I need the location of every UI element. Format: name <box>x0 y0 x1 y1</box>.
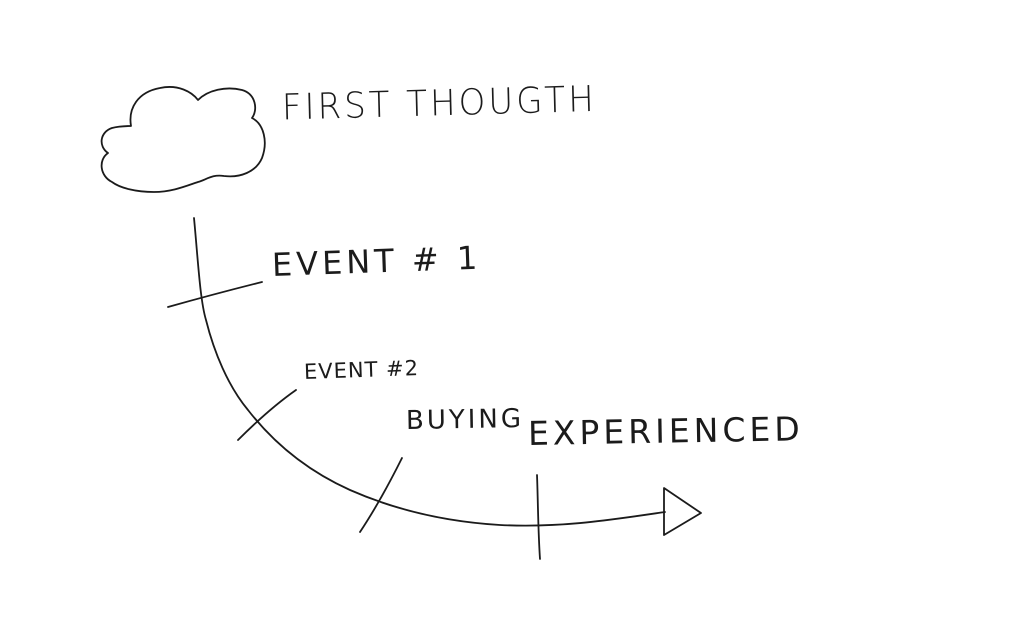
tick-event-1 <box>167 281 263 308</box>
label-buying: BUYING <box>405 403 525 436</box>
cloud-icon <box>100 86 266 193</box>
tick-event-2 <box>237 389 297 441</box>
tick-buying <box>359 457 403 533</box>
label-first-thought: FIRST THOUGTH <box>281 78 598 129</box>
label-event-1: EVENT # 1 <box>271 238 482 284</box>
journey-path <box>193 217 666 527</box>
label-experienced: EXPERIENCED <box>527 409 805 453</box>
label-event-2: EVENT #2 <box>303 355 420 384</box>
arrowhead-icon <box>663 487 702 536</box>
tick-experienced <box>536 474 541 560</box>
